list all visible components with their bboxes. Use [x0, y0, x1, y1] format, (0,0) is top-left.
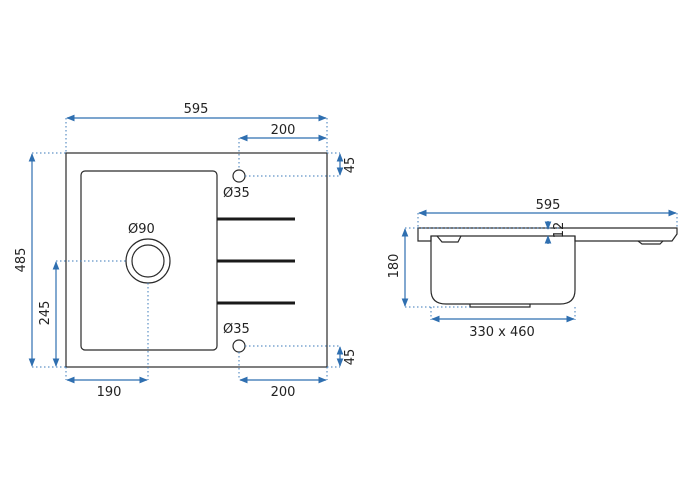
sink-outline: [65, 152, 328, 368]
label-tap-hole-top: Ø35: [223, 186, 250, 201]
tap-hole-top: [232, 169, 246, 183]
label-drain-offset-left: 190: [97, 385, 122, 400]
label-rim-thickness: 12: [552, 222, 567, 239]
label-tap-hole-bottom: Ø35: [223, 322, 250, 337]
label-tap-offset-bottom: 200: [271, 385, 296, 400]
label-side-overall-width: 595: [536, 198, 561, 213]
label-tap-offset-top: 200: [271, 123, 296, 138]
label-tap-edge-bottom: 45: [343, 349, 358, 366]
label-drain-offset-bottom: 245: [38, 301, 53, 326]
drain-outer-ring: [125, 238, 171, 284]
bowl-bottom-detail: [469, 304, 531, 308]
top-view: 595 200 Ø35 Ø90 Ø35 190 200 485 245 45 4…: [14, 102, 358, 400]
label-drain-diameter: Ø90: [128, 222, 155, 237]
label-bowl-depth: 180: [387, 254, 402, 279]
drain-inner-ring: [131, 244, 165, 278]
label-tap-edge-top: 45: [343, 157, 358, 174]
sink-bowl: [430, 236, 576, 305]
label-overall-height: 485: [14, 248, 29, 273]
side-view: 595 12 180 330 x 460: [387, 198, 678, 340]
label-overall-width: 595: [184, 102, 209, 117]
tap-hole-bottom: [232, 339, 246, 353]
rim-clip-left: [436, 235, 462, 243]
rim-clip-right: [637, 240, 664, 245]
label-bowl-size: 330 x 460: [469, 325, 535, 340]
